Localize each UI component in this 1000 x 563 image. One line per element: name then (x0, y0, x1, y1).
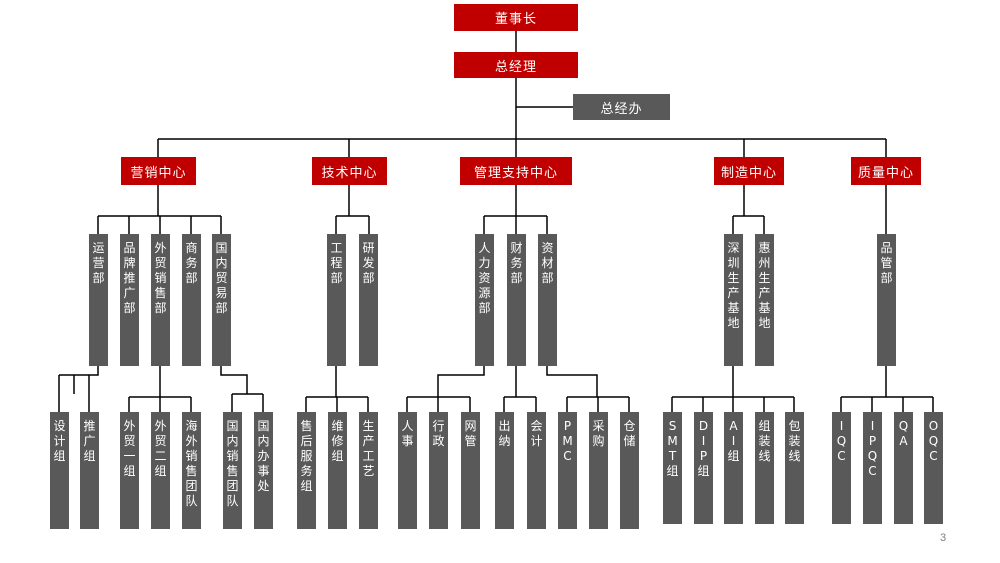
chairman-box: 董事长 (454, 4, 578, 31)
team-warehouse: 仓储 (620, 412, 639, 529)
center-quality: 质量中心 (851, 157, 921, 185)
team-overseas-sales: 海外销售团队 (182, 412, 201, 529)
dept-finance: 财务部 (507, 234, 526, 366)
page-number: 3 (940, 532, 947, 544)
team-assembly-line: 组装线 (755, 412, 774, 524)
dept-rnd: 研发部 (359, 234, 378, 366)
dept-brand-promotion: 品牌推广部 (120, 234, 139, 366)
team-network-admin: 网管 (461, 412, 480, 529)
team-promotion: 推广组 (80, 412, 99, 529)
dept-business: 商务部 (182, 234, 201, 366)
team-domestic-office: 国内办事处 (254, 412, 273, 529)
team-foreign-trade-1: 外贸一组 (120, 412, 139, 529)
team-cashier: 出纳 (495, 412, 514, 529)
team-personnel: 人事 (398, 412, 417, 529)
dept-shenzhen-base: 深圳生产基地 (724, 234, 743, 366)
team-administration: 行政 (429, 412, 448, 529)
dept-materials: 资材部 (538, 234, 557, 366)
center-manufacturing: 制造中心 (714, 157, 784, 185)
center-tech: 技术中心 (312, 157, 387, 185)
dept-huizhou-base: 惠州生产基地 (755, 234, 774, 366)
dept-foreign-trade-sales: 外贸销售部 (151, 234, 170, 366)
center-management-support: 管理支持中心 (460, 157, 572, 185)
general-manager-box: 总经理 (454, 52, 578, 78)
dept-operations: 运营部 (89, 234, 108, 366)
dept-human-resources: 人力资源部 (475, 234, 494, 366)
team-repair: 维修组 (328, 412, 347, 529)
team-design: 设计组 (50, 412, 69, 529)
dept-domestic-trade: 国内贸易部 (212, 234, 231, 366)
team-foreign-trade-2: 外贸二组 (151, 412, 170, 529)
team-after-sales: 售后服务组 (297, 412, 316, 529)
team-production-process: 生产工艺 (359, 412, 378, 529)
team-packaging-line: 包装线 (785, 412, 804, 524)
team-purchasing: 采购 (589, 412, 608, 529)
team-accounting: 会计 (527, 412, 546, 529)
dept-quality-management: 品管部 (877, 234, 896, 366)
team-domestic-sales: 国内销售团队 (223, 412, 242, 529)
center-marketing: 营销中心 (121, 157, 196, 185)
gm-office-box: 总经办 (573, 94, 670, 120)
dept-engineering: 工程部 (327, 234, 346, 366)
